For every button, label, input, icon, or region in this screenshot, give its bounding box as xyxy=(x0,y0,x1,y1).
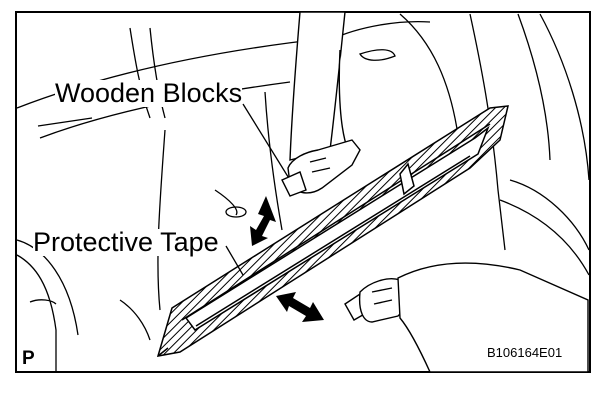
double-arrow-horizontal xyxy=(276,292,324,322)
vehicle-body-outline xyxy=(16,13,590,372)
figure-code: B106164E01 xyxy=(487,345,563,360)
corner-mark: P xyxy=(22,348,35,369)
double-arrow-vertical xyxy=(250,196,276,246)
wooden-blocks-label: Wooden Blocks xyxy=(55,78,243,108)
leader-lines xyxy=(225,103,291,276)
lower-hand-with-block xyxy=(344,262,589,373)
upper-hand-with-block xyxy=(281,11,361,197)
side-molding xyxy=(156,105,509,357)
protective-tape-label: Protective Tape xyxy=(33,227,219,257)
